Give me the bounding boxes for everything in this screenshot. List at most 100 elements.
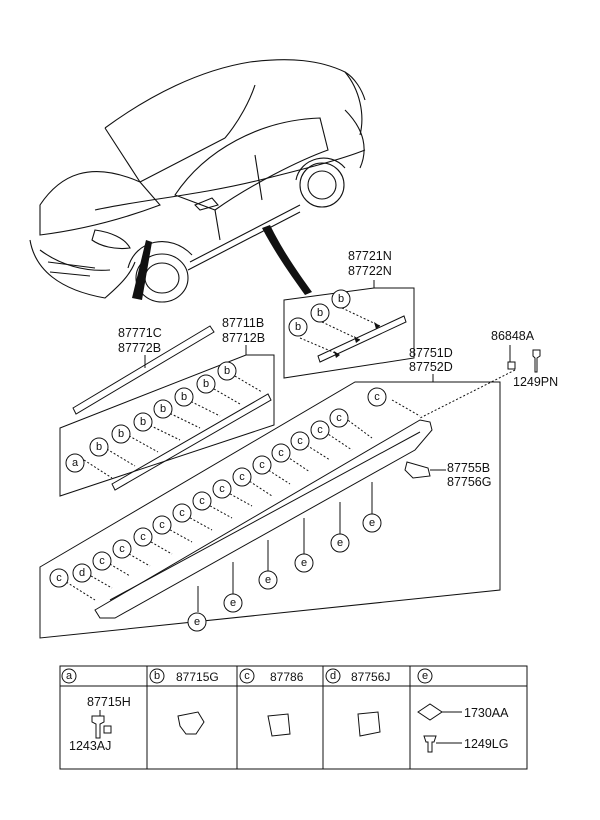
callout-letter: c [219,483,225,495]
callout-b [331,289,351,309]
callout-letter: e [265,574,271,586]
callout-letter: b [338,293,344,305]
callout-letter: c [119,543,125,555]
nut-86848a [507,361,516,370]
callout-b [174,387,194,407]
label-87712b: 87712B [222,331,265,345]
table-part-1243aj: 1243AJ [69,739,111,753]
panel-87751d [39,369,516,639]
callout-b [89,437,109,457]
callout-c [49,568,69,588]
callout-b [217,361,237,381]
callout-e [187,612,207,632]
callout-letter: e [194,616,200,628]
callout-a [65,453,85,473]
callout-letter: c [199,495,205,507]
callout-e [294,553,314,573]
label-87711b: 87711B [222,316,264,330]
table-callout-a [61,668,77,684]
table-letter-e: e [422,670,428,682]
callout-letter: e [369,517,375,529]
table-part-87715h: 87715H [87,695,131,709]
clip-87786-icon [267,713,291,737]
callout-letter: c [179,507,185,519]
table-letter-d: d [330,670,336,682]
label-87721n: 87721N [348,249,392,263]
callout-c [112,539,132,559]
table-part-87715g: 87715G [176,670,219,684]
label-87751d: 87751D [409,346,453,360]
callout-letter: e [301,557,307,569]
callout-e [362,513,382,533]
callout-b [133,412,153,432]
callout-c [192,491,212,511]
callout-letter: b [118,428,124,440]
table-part-1249lg: 1249LG [464,737,508,751]
label-87772b: 87772B [118,341,161,355]
label-87722n: 87722N [348,264,392,278]
table-callout-d [325,668,341,684]
clip-icon [103,725,112,734]
table-part-87756j: 87756J [351,670,390,684]
table-letter-c: c [244,670,250,682]
part-87771c-moulding [72,325,215,415]
label-87771c: 87771C [118,326,162,340]
label-86848a: 86848A [491,329,535,343]
label-87755b: 87755B [447,461,490,475]
callout-letter: e [337,537,343,549]
callout-letter: c [278,447,284,459]
clip-87756j-icon [357,711,381,737]
callout-c [152,515,172,535]
table-letter-a: a [66,670,73,682]
label-87752d: 87752D [409,360,453,374]
callout-b [310,303,330,323]
screw-icon [91,715,105,739]
callout-c [290,431,310,451]
callout-d [72,563,92,583]
label-87756g: 87756G [447,475,491,489]
pointer-arrow-rocker [262,225,312,295]
callout-c [212,479,232,499]
pointer-arrow-front [132,240,152,300]
callout-letter: b [203,378,209,390]
callout-c [329,408,349,428]
callout-letter: d [79,567,85,579]
table-letter-b: b [154,670,160,682]
callout-c [252,455,272,475]
table-part-87786: 87786 [270,670,304,684]
callout-letter: c [297,435,303,447]
callout-letter: c [159,519,165,531]
callout-letter: b [140,416,146,428]
callout-letter: c [317,424,323,436]
callout-letter: c [239,471,245,483]
callout-b [111,424,131,444]
callout-letter: b [317,307,323,319]
callout-c [271,443,291,463]
callout-letter: c [259,459,265,471]
callout-letter: a [72,457,79,469]
table-callout-c [239,668,255,684]
callout-c [133,527,153,547]
callout-letter: b [96,441,102,453]
clip-87715g-icon [177,711,205,735]
panel-87711b [59,354,275,497]
callout-letter: e [230,597,236,609]
label-1249pn: 1249PN [513,375,558,389]
callout-letter: b [295,321,301,333]
bolt-1249pn [532,349,541,373]
callout-letter: b [224,365,230,377]
legend-table [59,665,528,770]
callout-c [232,467,252,487]
nut-1730aa-icon [417,703,443,721]
panel-87721n [283,287,415,379]
callout-letter: b [160,403,166,415]
callout-b [288,317,308,337]
callout-letter: b [181,391,187,403]
callout-e [223,593,243,613]
callout-b [153,399,173,419]
callout-c [310,420,330,440]
callout-letter: c [374,391,380,403]
table-part-1730aa: 1730AA [464,706,509,720]
